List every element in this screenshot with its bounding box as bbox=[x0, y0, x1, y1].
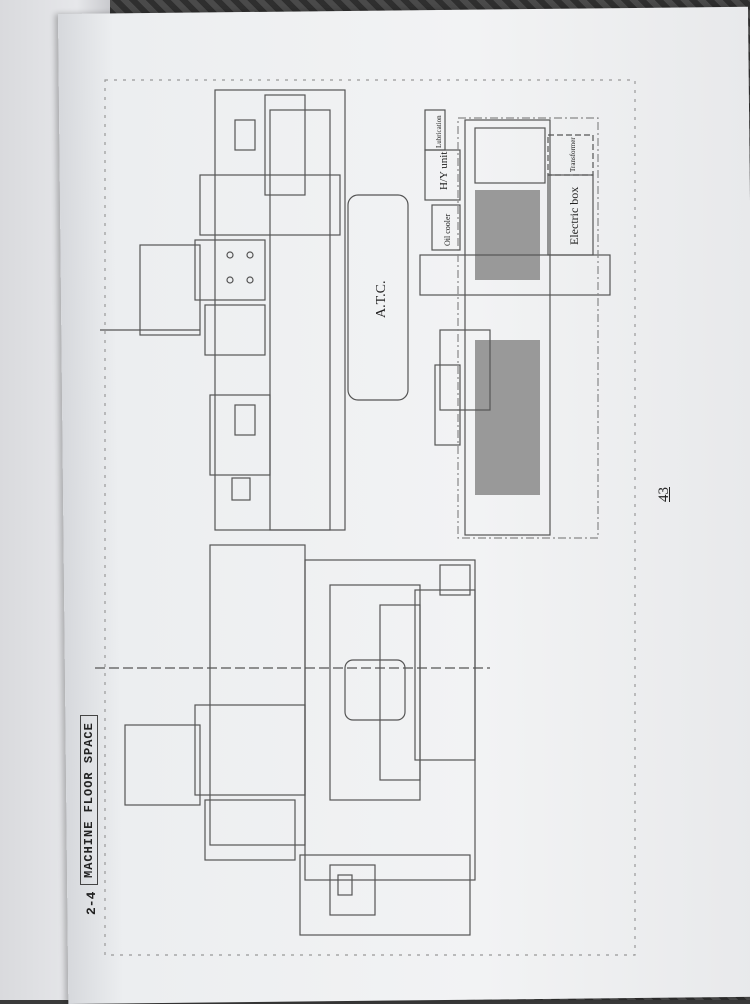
transformer-label: Transformer bbox=[569, 137, 577, 172]
plan-view-drawing bbox=[347, 109, 611, 539]
hy-unit-label: H/Y unit bbox=[438, 152, 450, 190]
section-title: MACHINE FLOOR SPACE bbox=[80, 715, 98, 885]
page-number: 43 bbox=[656, 487, 672, 502]
oil-cooler-label: Oil cooler bbox=[443, 213, 452, 246]
page-dashed-border bbox=[104, 79, 636, 956]
lubrication-label: Lubrication bbox=[435, 115, 443, 148]
front-view-drawing bbox=[95, 544, 490, 936]
electric-box-label: Electric box bbox=[567, 187, 581, 245]
side-view-drawing bbox=[100, 89, 346, 531]
atc-label: A.T.C. bbox=[374, 281, 389, 318]
section-number: 2-4 bbox=[84, 891, 99, 915]
